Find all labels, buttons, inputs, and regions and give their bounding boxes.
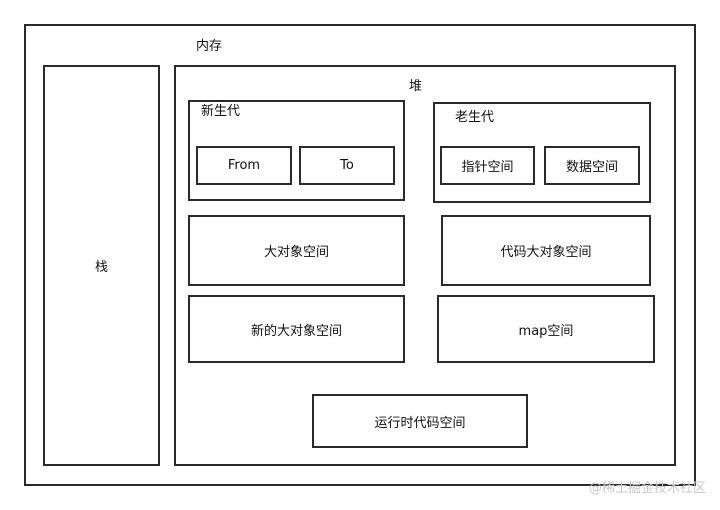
new-large-object-space: 新的大对象空间 bbox=[188, 295, 405, 363]
stack-region: 栈 bbox=[43, 65, 160, 466]
heap-label: 堆 bbox=[409, 79, 423, 94]
large-object-space: 大对象空间 bbox=[188, 215, 405, 286]
watermark: @稀土掘金技术社区 bbox=[588, 481, 706, 496]
code-large-object-space-label: 代码大对象空间 bbox=[500, 245, 592, 260]
memory-label: 内存 bbox=[196, 39, 223, 54]
map-space: map空间 bbox=[437, 295, 655, 363]
runtime-code-space: 运行时代码空间 bbox=[312, 394, 528, 448]
old-generation-label: 老生代 bbox=[455, 110, 495, 125]
large-object-space-label: 大对象空间 bbox=[263, 245, 329, 260]
map-space-label: map空间 bbox=[518, 323, 574, 339]
from-space-label: From bbox=[227, 158, 261, 173]
pointer-space-label: 指针空间 bbox=[461, 160, 514, 175]
pointer-space: 指针空间 bbox=[440, 146, 535, 185]
runtime-code-space-label: 运行时代码空间 bbox=[374, 415, 466, 431]
young-generation-label: 新生代 bbox=[201, 104, 241, 119]
stack-label: 栈 bbox=[94, 260, 108, 275]
data-space-label: 数据空间 bbox=[565, 160, 618, 175]
to-space: To bbox=[299, 146, 395, 185]
new-large-object-space-label: 新的大对象空间 bbox=[250, 323, 342, 339]
from-space: From bbox=[196, 146, 292, 185]
data-space: 数据空间 bbox=[544, 146, 640, 185]
code-large-object-space: 代码大对象空间 bbox=[441, 215, 651, 286]
to-space-label: To bbox=[340, 158, 354, 173]
